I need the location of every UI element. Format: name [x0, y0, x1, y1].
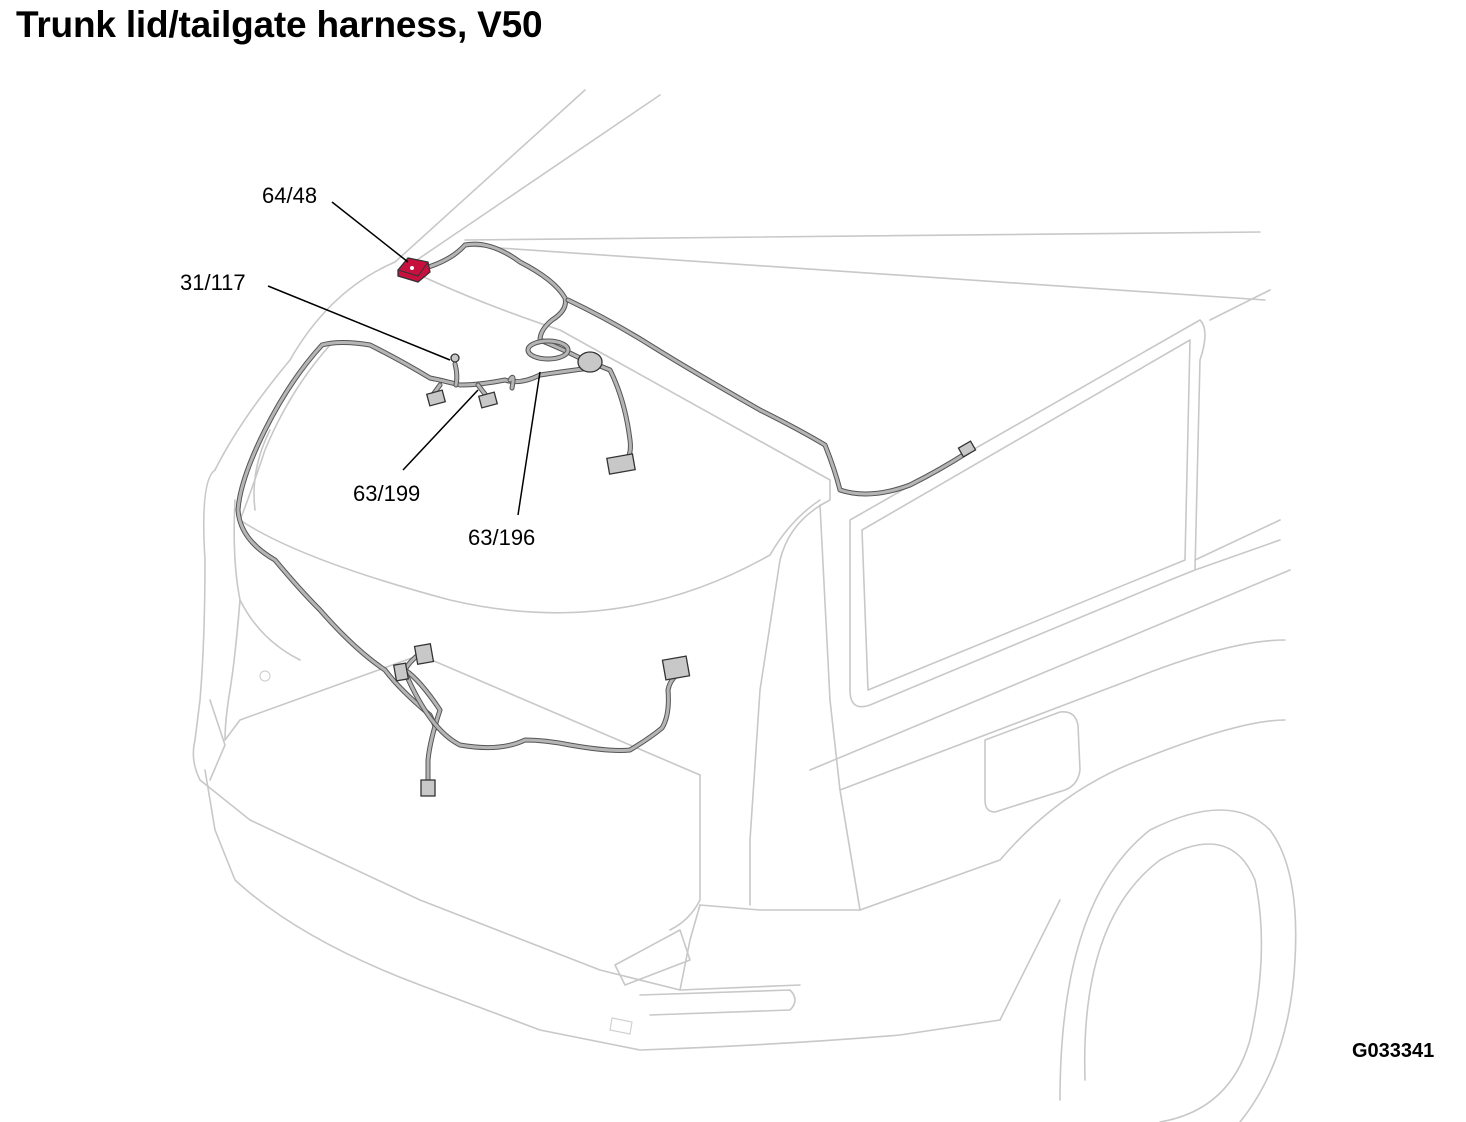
diagram-title: Trunk lid/tailgate harness, V50	[16, 4, 543, 45]
highlighted-component	[397, 257, 431, 283]
connector	[420, 779, 436, 797]
leader-lines	[267, 201, 541, 516]
label-63-199: 63/199	[353, 481, 420, 506]
figure-id: G033341	[1352, 1040, 1435, 1062]
connector	[413, 642, 435, 666]
connector	[425, 389, 447, 407]
connector	[392, 662, 410, 682]
connector	[957, 440, 977, 458]
tailgate-harness	[235, 241, 971, 788]
label-64-48: 64/48	[262, 183, 317, 208]
connector	[477, 391, 499, 409]
car-body-outline	[192, 89, 1297, 1122]
grommet	[577, 351, 603, 373]
connector	[661, 655, 691, 681]
label-63-196: 63/196	[468, 525, 535, 550]
label-31-117: 31/117	[180, 270, 246, 295]
harness-connectors	[392, 353, 977, 797]
connector	[450, 353, 460, 363]
connector	[606, 453, 636, 475]
